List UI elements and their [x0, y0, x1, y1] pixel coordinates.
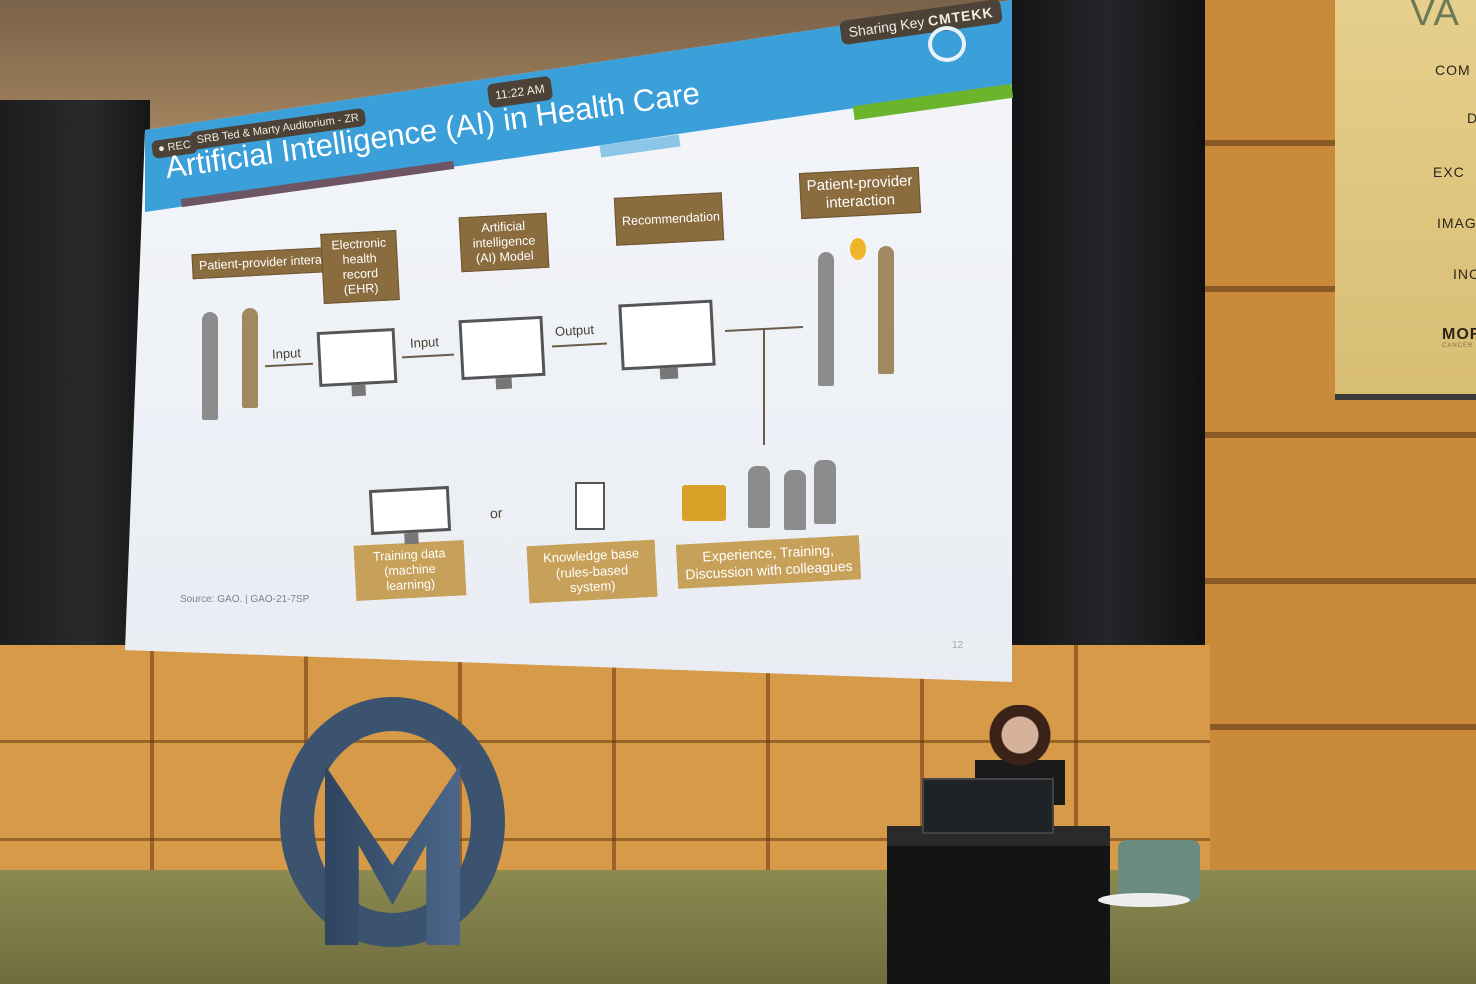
slide-source: Source: GAO. | GAO-21-7SP	[180, 594, 310, 605]
banner-line: INC	[1453, 266, 1476, 282]
box-training-data: Training data (machine learning)	[353, 540, 467, 601]
colleague-icon	[748, 466, 770, 528]
ehr-monitor-icon	[316, 327, 398, 388]
m-logo-sculpture	[280, 697, 505, 947]
arrow-label-input: Input	[409, 334, 440, 351]
box-knowledge-base: Knowledge base (rules-based system)	[526, 539, 658, 604]
lightbulb-icon	[850, 238, 866, 260]
colleague-icon	[814, 460, 836, 524]
slide-page-number: 12	[952, 640, 964, 651]
banner-line: D	[1467, 110, 1476, 126]
banner-heading: VA	[1410, 0, 1460, 34]
arrow-label-output: Output	[554, 321, 595, 340]
podium-monitor	[922, 778, 1054, 834]
box-patient-provider-2: Patient-provider interaction	[798, 166, 922, 220]
banner-line: EXC	[1433, 164, 1465, 180]
box-ehr: Electronic health record (EHR)	[320, 230, 400, 304]
connector-line	[763, 330, 765, 445]
m-logo-icon	[928, 26, 966, 62]
colleague-icon	[784, 470, 806, 530]
banner-logo: MOR	[1442, 326, 1476, 343]
sharing-key-code: CMTEKK	[926, 3, 995, 29]
arrow-label-input: Input	[271, 345, 302, 362]
ai-monitor-icon	[458, 315, 546, 381]
banner-line: COM	[1435, 62, 1471, 78]
banner-logo-sub: CANCER	[1442, 343, 1474, 349]
values-banner: VA COM D EXC IMAG INC MOR CANCER	[1335, 0, 1476, 400]
provider-icon	[818, 252, 834, 386]
training-data-icon	[368, 485, 452, 536]
podium	[887, 826, 1110, 984]
books-icon	[682, 485, 726, 521]
patient-icon	[242, 308, 258, 408]
provider-icon	[202, 312, 218, 420]
box-ai-model: Artificial intelligence (AI) Model	[458, 212, 550, 273]
laptop-bag	[1118, 840, 1200, 902]
document-icon	[575, 482, 605, 530]
carpet-floor	[0, 870, 1476, 984]
banner-line: IMAG	[1437, 215, 1476, 231]
output-monitor-icon	[618, 299, 716, 371]
curtain-right	[1010, 0, 1205, 690]
patient-icon	[878, 246, 894, 374]
curtain-left	[0, 100, 150, 660]
box-recommendation: Recommendation	[613, 192, 725, 246]
or-label: or	[489, 504, 503, 522]
side-table	[1098, 893, 1190, 907]
